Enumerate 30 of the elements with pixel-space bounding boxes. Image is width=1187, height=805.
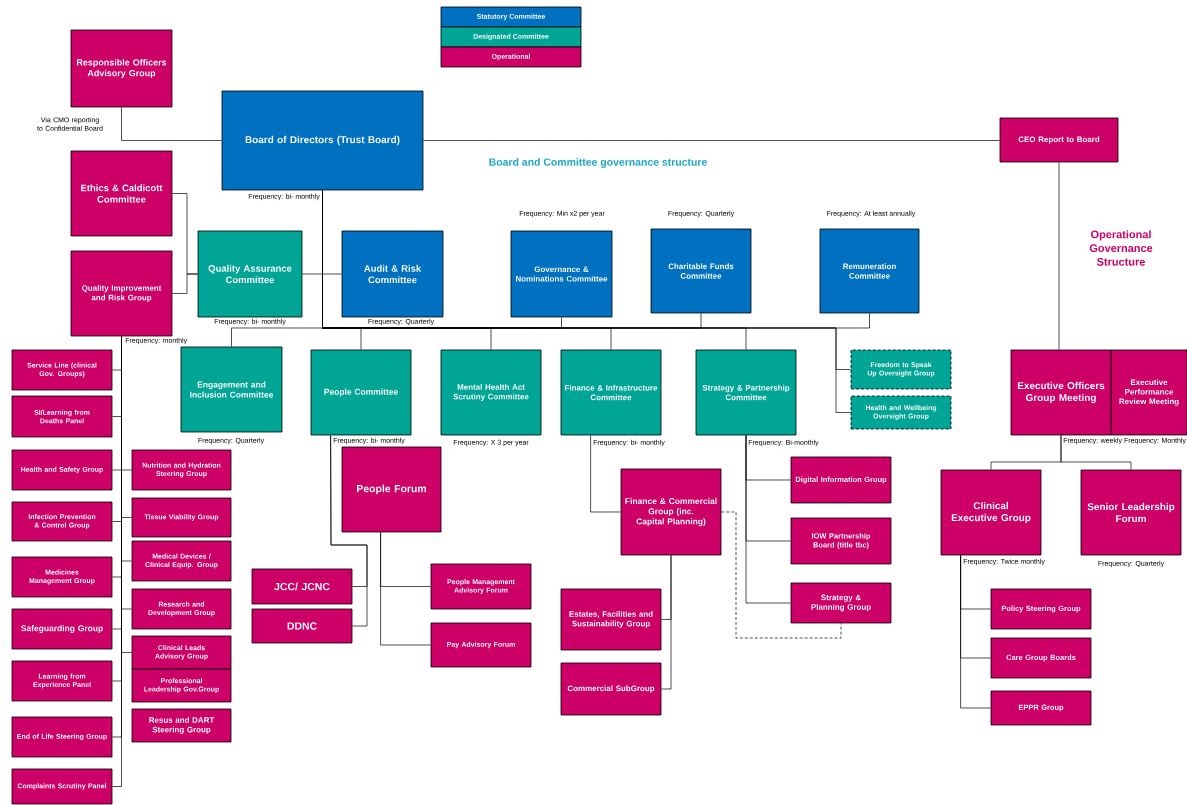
connector-line: [380, 532, 431, 646]
connector-line: [121, 107, 222, 141]
committee-box: Audit & Risk Committee: [341, 230, 444, 318]
section-heading: Operational Governance Structure: [1089, 230, 1153, 266]
connector-line: [1058, 162, 1060, 350]
connector-line: [745, 435, 791, 604]
section-heading: Board and Committee governance structure: [489, 158, 707, 168]
committee-box: People Committee: [310, 349, 412, 436]
connector-line: [1060, 435, 1132, 470]
committee-box: Board of Directors (Trust Board): [221, 90, 424, 191]
committee-box: DDNC: [251, 608, 353, 644]
committee-box: Finance & Commercial Group (inc. Capital Planning): [620, 468, 722, 556]
committee-box: JCC/ JCNC: [251, 568, 353, 605]
committee-box: Safeguarding Group: [11, 608, 113, 650]
connector-line: [330, 435, 368, 627]
connector-line: [590, 435, 621, 513]
committee-box: Clinical Executive Group: [940, 469, 1042, 556]
connector-line: [322, 190, 851, 413]
connector-line: [423, 140, 1000, 141]
connector-line: [661, 555, 672, 690]
committee-box: Executive Officers Group Meeting: [1010, 349, 1112, 436]
committee-box: Quality Assurance Committee: [197, 230, 303, 318]
connector-line: [960, 555, 991, 709]
committee-box: Engagement and Inclusion Committee: [180, 346, 283, 433]
committee-box: People Forum: [341, 446, 442, 533]
committee-box: Responsible Officers Advisory Group: [70, 29, 173, 108]
committee-box: Senior Leadership Forum: [1080, 469, 1182, 556]
committee-box: Ethics & Caldicott Committee: [70, 150, 173, 237]
connector-line: [172, 273, 198, 294]
connector-line: [721, 511, 842, 639]
